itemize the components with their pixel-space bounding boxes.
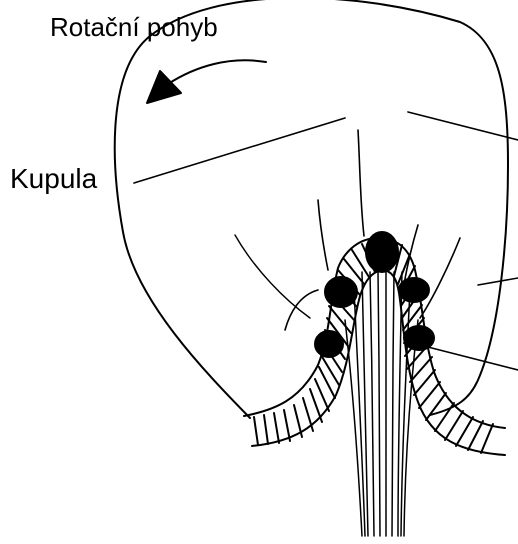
- cupula-inner-line-1: [358, 130, 364, 236]
- nucleus-left-lower: [315, 331, 343, 357]
- right-tubular-band: [378, 238, 505, 455]
- rotation-label: Rotační pohyb: [50, 12, 218, 43]
- right-leader-line-bottom: [420, 345, 518, 370]
- left-tubular-band: [244, 238, 382, 446]
- cupula-inner-line-6: [235, 235, 310, 318]
- hair-cell-nuclei: [315, 232, 434, 357]
- cupula-inner-line-4: [285, 290, 318, 330]
- cupula-inner-line-2: [318, 200, 328, 270]
- nucleus-right-upper: [399, 278, 429, 302]
- right-leader-line-top: [408, 112, 518, 140]
- rotation-arrow-head: [147, 71, 181, 103]
- nucleus-left-upper: [325, 277, 357, 307]
- cupula-label: Kupula: [10, 163, 97, 195]
- rotation-arrow-shaft: [168, 60, 266, 84]
- cupula-outline: [115, 0, 508, 418]
- nucleus-top: [366, 232, 398, 272]
- right-leader-line-middle: [478, 278, 518, 285]
- nucleus-right-lower: [404, 326, 434, 350]
- kupula-leader-line: [134, 118, 345, 183]
- cupula-inner-line-5: [420, 238, 460, 318]
